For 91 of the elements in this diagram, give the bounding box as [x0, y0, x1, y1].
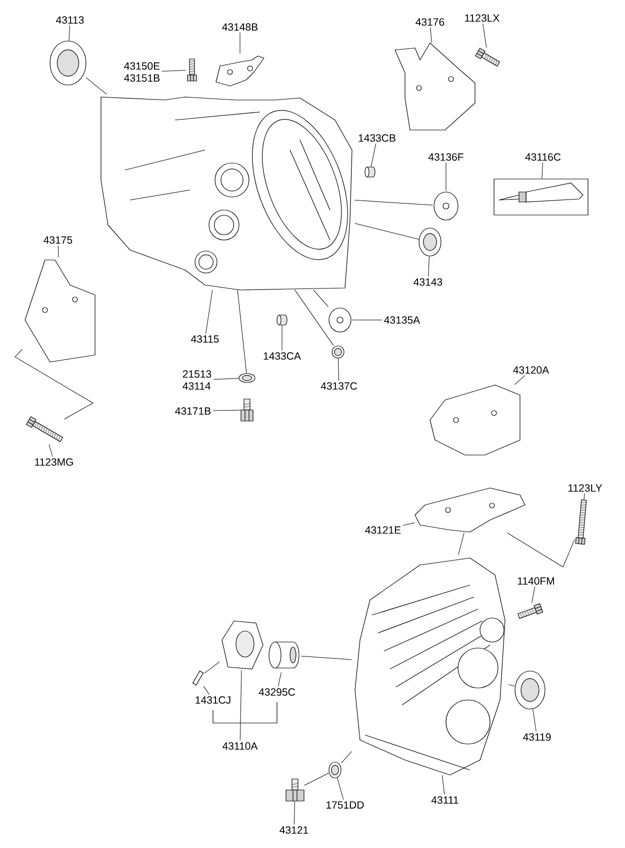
part-number: 43150E 43151B [124, 62, 160, 82]
part-number: 1751DD [326, 801, 364, 809]
leader-line [294, 801, 295, 825]
assembly-line [506, 532, 575, 568]
leader-line [206, 290, 213, 334]
housing-drawing [354, 558, 506, 776]
part-number: 1123MG [35, 458, 73, 466]
plug-drawing [240, 398, 254, 422]
leader-line [532, 586, 536, 603]
seal-drawing [50, 40, 86, 86]
washer-drawing [238, 373, 256, 383]
leader-line [430, 27, 432, 43]
collar-drawing [222, 620, 264, 670]
dowel-drawing [276, 314, 288, 326]
part-number: 43135A [384, 316, 420, 324]
leader-line [58, 245, 59, 258]
leader-line [542, 162, 543, 179]
part-number: 43143 [414, 278, 442, 286]
part-number: 43137C [320, 382, 357, 390]
part-number: 43119 [523, 733, 551, 741]
part-number: 1433CA [264, 352, 301, 360]
leader-line [48, 444, 53, 457]
part-number: 1431CJ [196, 696, 230, 704]
assembly-line [508, 684, 515, 686]
leader-line [370, 143, 376, 167]
part-number: 1123LX [465, 14, 500, 22]
assembly-line [458, 532, 464, 555]
leader-line [278, 672, 282, 687]
part-number: 43176 [416, 18, 444, 26]
part-number: 43148B [222, 23, 258, 31]
leader-line [514, 375, 526, 385]
leader-line [532, 709, 536, 732]
washer-drawing [328, 762, 342, 778]
assembly-line [313, 290, 328, 307]
bolt-drawing [575, 500, 587, 545]
part-number: 43110A [222, 742, 258, 750]
dowel-drawing [364, 166, 376, 178]
bracket-drawing [24, 260, 96, 362]
part-number: 43136F [428, 153, 464, 161]
part-number: 43116C [525, 153, 561, 161]
part-number: 43175 [44, 236, 72, 244]
plug-drawing [286, 778, 304, 802]
leader-line [442, 775, 445, 795]
part-number: 43171B [175, 407, 211, 415]
part-number: 1123LY [568, 484, 602, 492]
part-number: 1140FM [518, 577, 554, 585]
leader-line [212, 410, 241, 411]
seal-drawing [514, 670, 546, 710]
assembly-line [204, 661, 220, 674]
plate-drawing [434, 192, 458, 220]
leader-line [240, 670, 242, 741]
part-number: 43111 [431, 796, 458, 804]
part-number: 43115 [191, 335, 219, 343]
leader-line [68, 25, 70, 41]
bolt-drawing [187, 58, 197, 82]
part-number: 21513 43114 [182, 370, 212, 390]
part-number: 43295C [258, 688, 295, 696]
assembly-line [237, 290, 247, 374]
assembly-line [354, 223, 419, 240]
housing-drawing [100, 96, 352, 290]
leader-line [428, 256, 430, 277]
bearing-drawing [268, 642, 300, 668]
pin-drawing [192, 670, 204, 686]
bracket-drawing [430, 384, 520, 456]
leader-line [203, 686, 210, 695]
bracket-drawing [394, 42, 476, 130]
bracket-drawing [216, 56, 264, 86]
part-number: 43113 [56, 16, 84, 24]
part-number: 1433CB [358, 134, 396, 142]
bracket-drawing [414, 488, 526, 532]
assembly-line [14, 349, 94, 420]
assembly-line [86, 78, 107, 94]
assembly-line [341, 751, 352, 764]
plate-drawing [328, 308, 352, 332]
part-number: 43121 [280, 826, 308, 834]
part-number: 43121E [365, 526, 401, 534]
sealant-tube-drawing [494, 178, 588, 216]
part-number: 43120A [513, 366, 550, 374]
leader-line [337, 778, 344, 800]
assembly-line [304, 772, 329, 786]
leader-line [584, 493, 585, 500]
leader-line [213, 378, 239, 380]
assembly-line [294, 290, 334, 346]
washer-drawing [332, 346, 344, 358]
seal-drawing [418, 228, 442, 256]
leader-line [162, 70, 186, 72]
leader-line [482, 23, 487, 48]
leader-line [402, 522, 415, 526]
leader-line [338, 358, 340, 381]
assembly-line [301, 656, 352, 660]
assembly-line [354, 200, 433, 206]
